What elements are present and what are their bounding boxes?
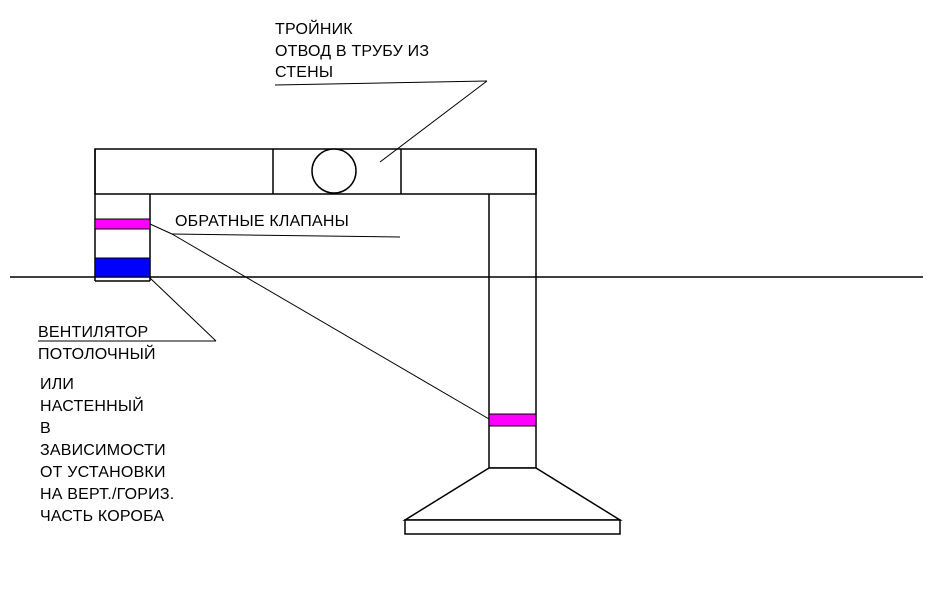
fan-note-line-6: НА ВЕРТ./ГОРИЗ. [40,486,175,503]
tee-label-line-3: СТЕНЫ [275,64,334,81]
check-valve-right [488,413,537,427]
tee-label-underline [274,80,488,86]
tee-label-line-1: ТРОЙНИК [275,21,353,38]
fan-leader-line [149,277,217,342]
check-valves-leader-left [149,223,173,235]
fan-note-line-1: ИЛИ [40,376,75,393]
fan-block [94,257,151,278]
fan-note-line-7: ЧАСТЬ КОРОБА [40,508,165,525]
check-valves-label-underline [171,233,401,238]
range-hood-base [404,519,621,535]
check-valves-leader-right [171,233,490,420]
fan-label-line-2: ПОТОЛОЧНЫЙ [38,346,156,363]
fan-note-line-5: ОТ УСТАНОВКИ [40,464,166,481]
tee-outlet-circle [311,148,357,194]
tee-leader-line [379,80,488,163]
tee-label-line-2: ОТВОД В ТРУБУ ИЗ [275,43,430,60]
fan-note-line-2: НАСТЕННЫЙ [40,398,144,415]
check-valves-label: ОБРАТНЫЕ КЛАПАНЫ [175,213,349,230]
check-valve-left [94,218,151,230]
range-hood [402,467,623,521]
fan-note-line-4: ЗАВИСИМОСТИ [40,442,166,459]
fan-note-line-3: В [40,420,51,437]
fan-label-line-1: ВЕНТИЛЯТОР [38,324,149,341]
